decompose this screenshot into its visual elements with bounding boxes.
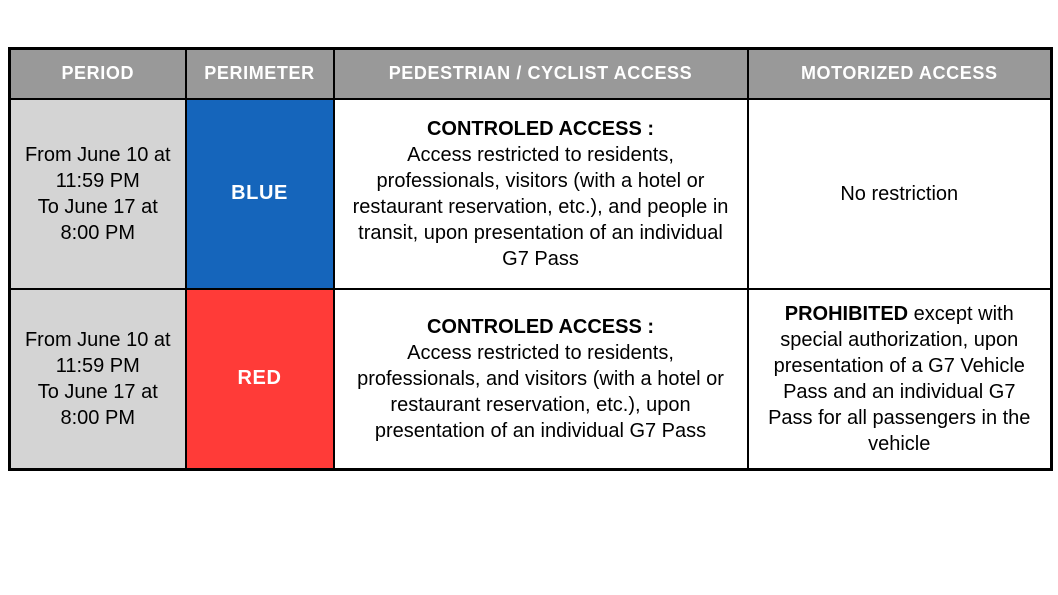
pedestrian-access-text: Access restricted to residents, professi… [352, 143, 729, 270]
header-perimeter: PERIMETER [184, 47, 335, 100]
header-motorized-access: MOTORIZED ACCESS [746, 47, 1053, 100]
motorized-access-cell: No restriction [746, 97, 1053, 290]
header-row: PERIOD PERIMETER PEDESTRIAN / CYCLIST AC… [8, 47, 1053, 100]
controlled-access-heading: CONTROLED ACCESS : [426, 315, 655, 338]
motorized-access-text: except with special authorization, upon … [768, 302, 1031, 455]
table-row-blue: From June 10 at 11:59 PM To June 17 at 8… [8, 97, 1053, 290]
controlled-access-heading: CONTROLED ACCESS : [426, 117, 655, 140]
perimeter-cell-red: RED [184, 287, 335, 471]
motorized-bold-prefix: PROHIBITED [784, 302, 909, 325]
pedestrian-access-cell: CONTROLED ACCESS : Access restricted to … [332, 287, 749, 471]
motorized-access-cell: PROHIBITED except with special authoriza… [746, 287, 1053, 471]
period-cell: From June 10 at 11:59 PM To June 17 at 8… [8, 287, 187, 471]
table-row-red: From June 10 at 11:59 PM To June 17 at 8… [8, 287, 1053, 471]
pedestrian-access-text: Access restricted to residents, professi… [357, 341, 724, 442]
header-period: PERIOD [8, 47, 187, 100]
pedestrian-access-cell: CONTROLED ACCESS : Access restricted to … [332, 97, 749, 290]
period-cell: From June 10 at 11:59 PM To June 17 at 8… [8, 97, 187, 290]
motorized-access-text: No restriction [840, 182, 959, 205]
header-pedestrian-cyclist-access: PEDESTRIAN / CYCLIST ACCESS [332, 47, 749, 100]
perimeter-cell-blue: BLUE [184, 97, 335, 290]
g7-access-table: PERIOD PERIMETER PEDESTRIAN / CYCLIST AC… [8, 47, 1053, 471]
